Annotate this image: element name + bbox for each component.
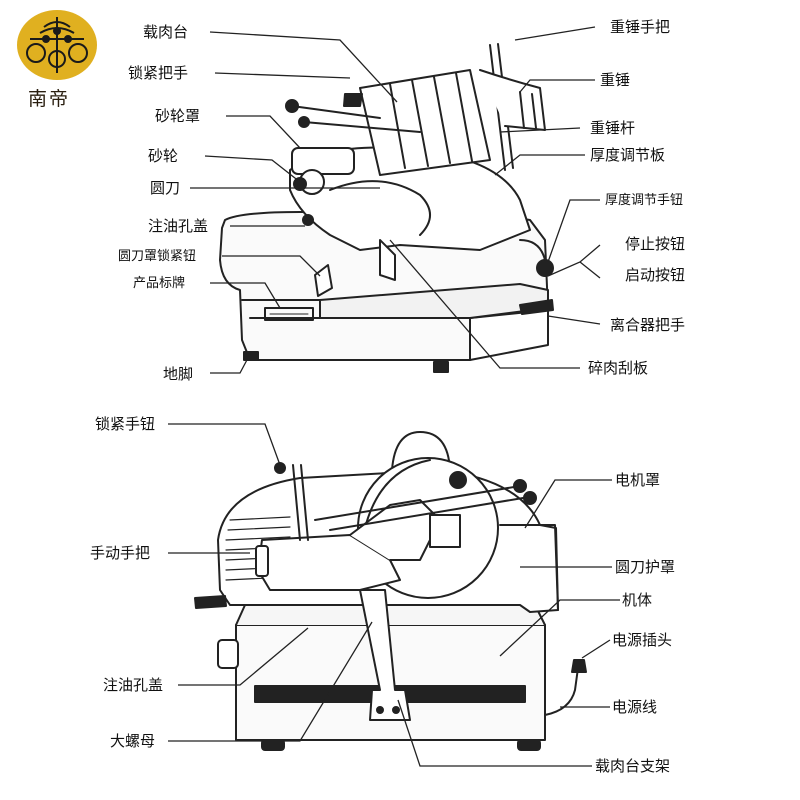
top-foot-right bbox=[434, 362, 448, 372]
label-lock-knob: 锁紧手钮 bbox=[95, 415, 155, 433]
bottom-machine-illustration bbox=[195, 432, 586, 750]
label-stop-button: 停止按钮 bbox=[625, 235, 685, 253]
label-sharpener-guard: 砂轮罩 bbox=[155, 107, 200, 125]
label-machine-body: 机体 bbox=[622, 591, 652, 609]
label-motor-housing: 电机罩 bbox=[615, 471, 660, 489]
label-scrap-board: 碎肉刮板 bbox=[588, 359, 648, 377]
label-oil-cap-top: 注油孔盖 bbox=[148, 217, 208, 235]
label-manual-handle: 手动手把 bbox=[90, 544, 150, 562]
label-clutch-handle: 离合器把手 bbox=[610, 316, 685, 334]
label-carriage-support: 载肉台支架 bbox=[595, 757, 670, 775]
label-sharpener: 砂轮 bbox=[148, 147, 178, 165]
label-blade-guard: 圆刀护罩 bbox=[615, 558, 675, 576]
label-big-nut: 大螺母 bbox=[110, 732, 155, 750]
label-product-plate: 产品标牌 bbox=[133, 275, 185, 293]
top-meat-table bbox=[360, 70, 490, 175]
label-weight-rod: 重锤杆 bbox=[590, 119, 635, 137]
label-blade-guard-knob: 圆刀罩锁紧钮 bbox=[118, 248, 196, 266]
label-thickness-knob: 厚度调节手钮 bbox=[605, 192, 683, 210]
label-start-button: 启动按钮 bbox=[625, 266, 685, 284]
label-meat-table: 载肉台 bbox=[143, 23, 188, 41]
label-power-cord: 电源线 bbox=[612, 698, 657, 716]
label-power-plug: 电源插头 bbox=[612, 631, 672, 649]
label-locking-handle: 锁紧把手 bbox=[128, 64, 188, 82]
label-thickness-plate: 厚度调节板 bbox=[590, 146, 665, 164]
label-foot: 地脚 bbox=[163, 365, 193, 383]
power-cord bbox=[545, 668, 578, 715]
label-weight: 重锤 bbox=[600, 71, 630, 89]
label-round-blade: 圆刀 bbox=[150, 179, 180, 197]
top-machine-illustration bbox=[220, 44, 553, 372]
top-sharpener-guard bbox=[292, 148, 354, 174]
label-weight-handle: 重锤手把 bbox=[610, 18, 670, 36]
top-foot-left bbox=[244, 352, 258, 360]
label-oil-cap-bottom: 注油孔盖 bbox=[103, 676, 163, 694]
